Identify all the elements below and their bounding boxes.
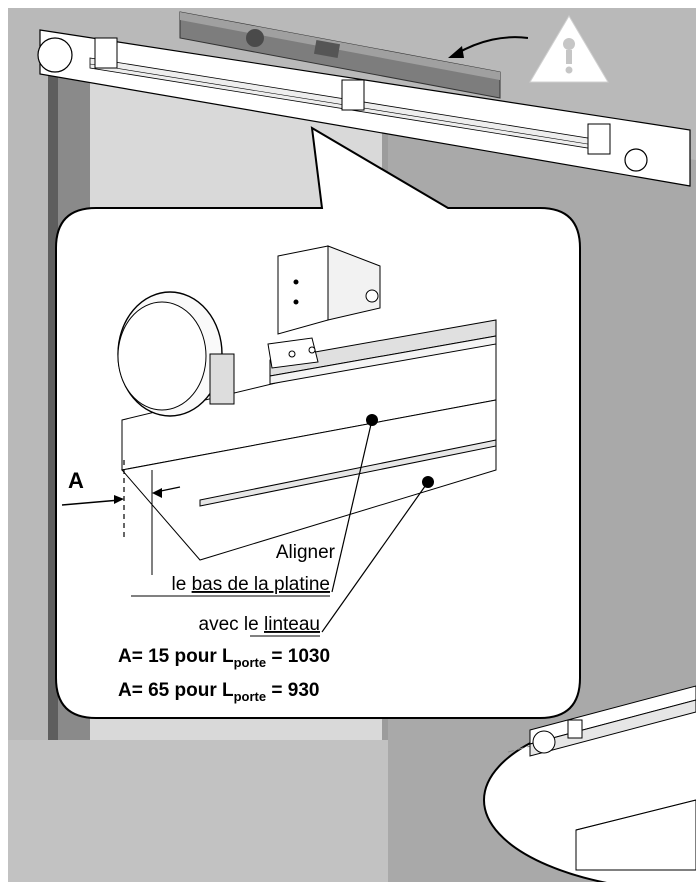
align-line-3: avec le linteau bbox=[199, 614, 320, 635]
align-line-3-underlined: linteau bbox=[264, 614, 320, 635]
align-line-1: Aligner bbox=[276, 542, 336, 563]
leader-line-plate bbox=[331, 419, 373, 593]
align-line-2-underlined: bas de la platine bbox=[192, 574, 330, 595]
rail-beam bbox=[37, 29, 691, 187]
rule-1-suffix: = 1030 bbox=[266, 646, 330, 667]
warning-triangle-icon bbox=[528, 14, 610, 86]
rule-2-sub: porte bbox=[234, 689, 267, 704]
align-line-2: le bas de la platine bbox=[172, 574, 330, 595]
rule-1-sub: porte bbox=[234, 655, 267, 670]
rule-2-prefix: A= 65 pour L bbox=[118, 680, 234, 701]
rule-2-suffix: = 930 bbox=[266, 680, 319, 701]
dimension-label: A bbox=[68, 468, 84, 493]
detail-drawing bbox=[117, 245, 497, 561]
align-line-3-prefix: avec le bbox=[199, 614, 264, 635]
spirit-level-icon bbox=[179, 11, 501, 99]
rule-2: A= 65 pour Lporte = 930 bbox=[118, 680, 319, 704]
rule-1-prefix: A= 15 pour L bbox=[118, 646, 234, 667]
next-step-inset bbox=[483, 685, 696, 882]
align-line-2-prefix: le bbox=[172, 574, 192, 595]
rule-1: A= 15 pour Lporte = 1030 bbox=[118, 646, 330, 670]
arrow-head bbox=[448, 46, 464, 58]
dimension-arrow-left bbox=[61, 499, 121, 506]
leader-line-lintel bbox=[321, 481, 429, 633]
zoom-callout bbox=[55, 126, 581, 719]
